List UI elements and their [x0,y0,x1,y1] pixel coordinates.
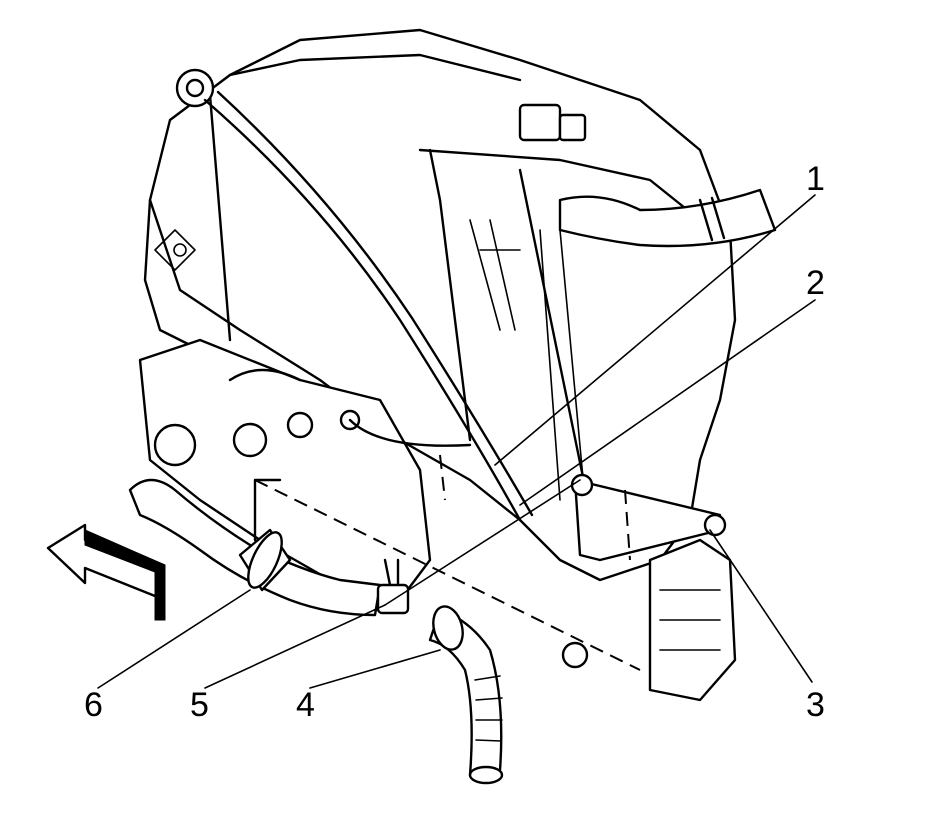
top-connector [518,103,587,142]
callout-1: 1 [806,160,825,198]
leader-4 [309,649,441,689]
engine-block-lower [138,338,432,602]
leader-3 [709,529,813,683]
heater-hose-lower [428,605,504,785]
alignment-lines [253,454,641,671]
leader-2 [519,299,816,506]
callout-2: 2 [806,264,825,302]
callout-6: 6 [84,686,103,724]
dipstick-tube [175,68,534,522]
upper-hose [558,188,777,248]
leader-5 [204,604,386,689]
callout-3: 3 [806,686,825,724]
callout-5: 5 [190,686,209,724]
engine-right-side [561,538,737,702]
leader-6 [97,589,251,689]
front-direction-arrow-icon [46,523,166,621]
heater-hose-left [128,478,382,617]
callout-leaders [97,194,816,689]
leader-1 [494,194,816,466]
mounting-bracket [339,409,727,562]
callout-4: 4 [296,686,315,724]
